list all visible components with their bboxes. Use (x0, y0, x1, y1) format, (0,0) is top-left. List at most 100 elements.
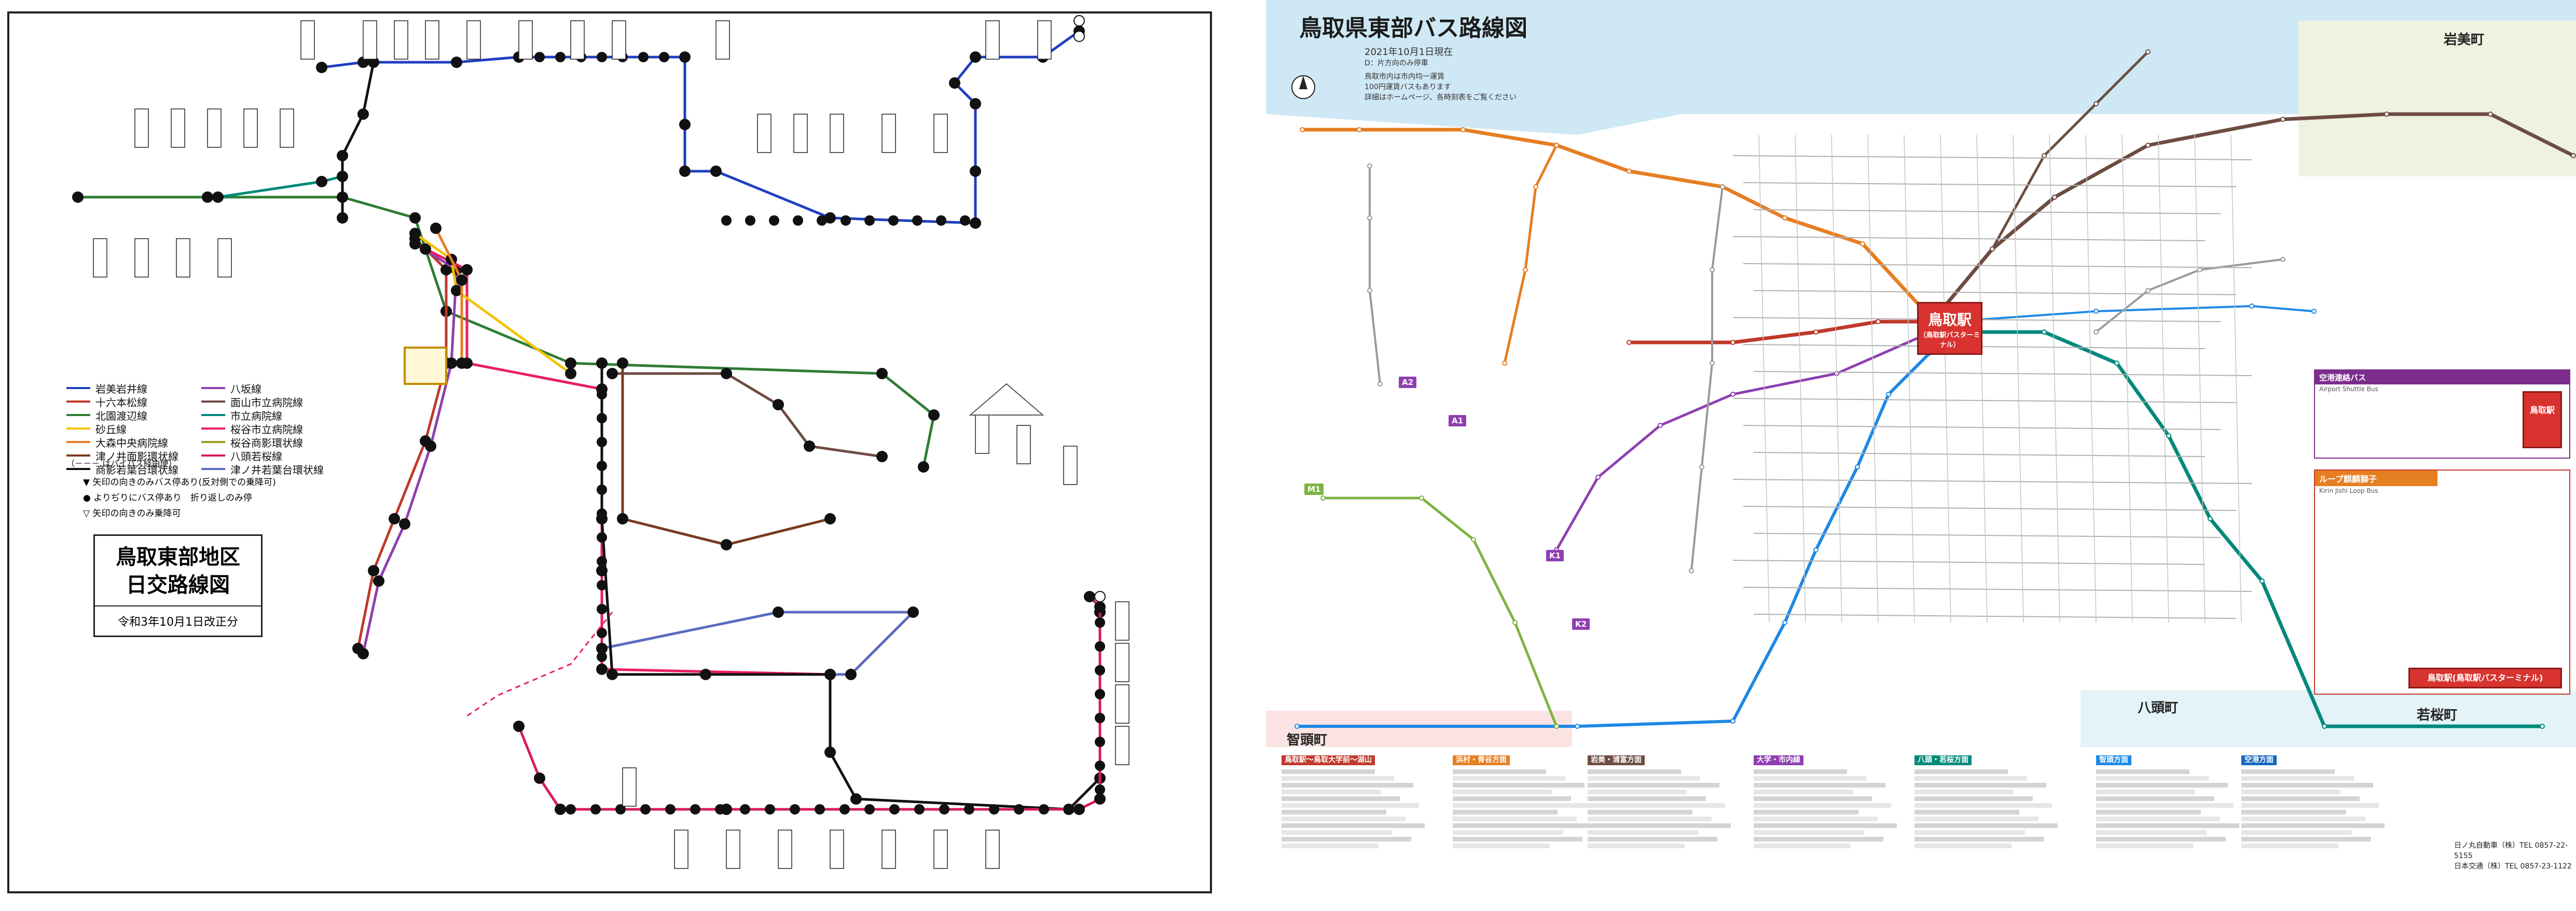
bus-stop (1073, 804, 1085, 815)
stop-label-box (134, 108, 149, 148)
timetable-row (1914, 837, 2044, 841)
legend-item: 商影若葉台環状線 (66, 462, 201, 476)
marker-note-3: ▽ 矢印の向きのみ乗降可 (83, 508, 181, 519)
timetable-row (1754, 837, 1883, 841)
timetable-row (2096, 837, 2226, 841)
timetable-row (1754, 830, 1864, 835)
legend-item: 大森中央病院線 (66, 435, 201, 449)
stop-label-box (881, 830, 896, 869)
bus-stop (597, 52, 607, 62)
timetable-row (1588, 810, 1692, 815)
bus-stop (617, 513, 628, 524)
bus-stop (409, 228, 421, 239)
bus-stop (773, 399, 784, 410)
bus-stop (1095, 689, 1105, 699)
tottori-station-marker[interactable] (404, 347, 447, 385)
bus-stop (1710, 361, 1715, 366)
tottori-station-terminal[interactable]: 鳥取駅 （鳥取駅バスターミナル） (1917, 302, 1982, 355)
fare-note-1: 鳥取市内は市内均一運賃 (1365, 73, 1444, 81)
timetable-row (1588, 823, 1731, 828)
bus-stop (790, 804, 800, 815)
stop-label-box (363, 20, 377, 60)
route-line (362, 242, 458, 654)
loop-box-title: ループ麒麟獅子 (2315, 471, 2437, 486)
bus-stop (721, 215, 732, 226)
bus-stop (565, 368, 576, 379)
bypass-note: （－－－ はバイパス経由便） (66, 459, 177, 468)
bus-stop (607, 669, 618, 680)
legend-swatch (201, 387, 225, 389)
bus-stop (2540, 724, 2545, 729)
minor-route (2049, 134, 2060, 623)
timetable-row (1754, 790, 1853, 794)
timetable-row (1282, 803, 1419, 808)
marker-note-2: ● よりぢりにバス停あり 折り返しのみ停 (83, 493, 252, 503)
route-line (414, 232, 572, 375)
bus-stop (824, 212, 836, 224)
bus-stop (2145, 49, 2151, 54)
timetable-row (1914, 783, 2046, 788)
company-nihonkotsu: 日本交通（株）TEL 0857-23-1122 (2454, 862, 2572, 871)
bus-stop (316, 62, 327, 73)
legend-label: 砂丘線 (95, 423, 127, 436)
timetable-row (1588, 790, 1687, 794)
route-line (517, 596, 1101, 811)
bus-stop (316, 176, 327, 187)
bus-stop (534, 772, 545, 784)
legend-label: 市立病院線 (230, 409, 282, 422)
bus-stop (804, 440, 815, 452)
bus-stop (914, 804, 925, 815)
bus-stop (1419, 495, 1424, 501)
timetable-row (1282, 790, 1381, 794)
minor-route (1732, 479, 2252, 484)
route-badge-a2: A2 (1399, 377, 1417, 388)
airport-box-title: 空港連絡バス (2315, 370, 2569, 384)
bus-stop (1039, 804, 1049, 815)
stop-label-box (778, 830, 792, 869)
bus-stop (337, 212, 348, 224)
bus-stop (876, 451, 888, 462)
timetable-row (2096, 796, 2214, 801)
bus-stop (1471, 537, 1476, 542)
bus-stop (841, 215, 851, 226)
timetable-block: 智頭方面 (2096, 755, 2252, 850)
left-route-map: 岩美岩井線十六本松線北園渡辺線砂丘線大森中央病院線津ノ井面影環状線商影若葉台環状… (0, 0, 1235, 911)
stop-label-box (1115, 684, 1129, 724)
stop-label-box (243, 108, 258, 148)
timetable-row (1914, 796, 2033, 801)
bus-stop (373, 575, 384, 587)
bus-stop (2042, 329, 2047, 335)
stop-label-box (1016, 425, 1031, 464)
bus-stop (1554, 143, 1559, 148)
bus-stop (596, 357, 608, 369)
bus-stop (970, 217, 981, 229)
timetable-row (1282, 823, 1425, 828)
bus-stop (596, 664, 608, 675)
stop-label-box (830, 830, 844, 869)
timetable-row (1588, 776, 1700, 781)
bus-stop (850, 793, 862, 805)
bus-stop (864, 215, 875, 226)
chizu-area (1266, 711, 1572, 752)
bus-stop (989, 804, 999, 815)
timetable-row (1588, 769, 1681, 774)
bus-stop (1095, 713, 1105, 723)
stop-label-box (726, 830, 740, 869)
left-title-line1: 鳥取東部地区 (116, 545, 240, 569)
bus-stop (640, 804, 651, 815)
timetable-row (2096, 817, 2220, 821)
stop-label-box (674, 830, 688, 869)
bus-stop (912, 215, 922, 226)
bus-stop (389, 513, 400, 524)
bypass-route (466, 612, 613, 717)
timetable-row (1453, 803, 1590, 808)
timetable-row (1282, 810, 1386, 815)
timetable-block: 八頭・若桜方面 (1914, 755, 2070, 850)
stop-label-box (612, 20, 626, 60)
bus-stop (446, 357, 457, 369)
timetable-row (1754, 817, 1878, 821)
stop-label-box (985, 830, 1000, 869)
bus-stop (590, 804, 601, 815)
bus-stop (72, 191, 84, 203)
timetable-row (1754, 769, 1847, 774)
